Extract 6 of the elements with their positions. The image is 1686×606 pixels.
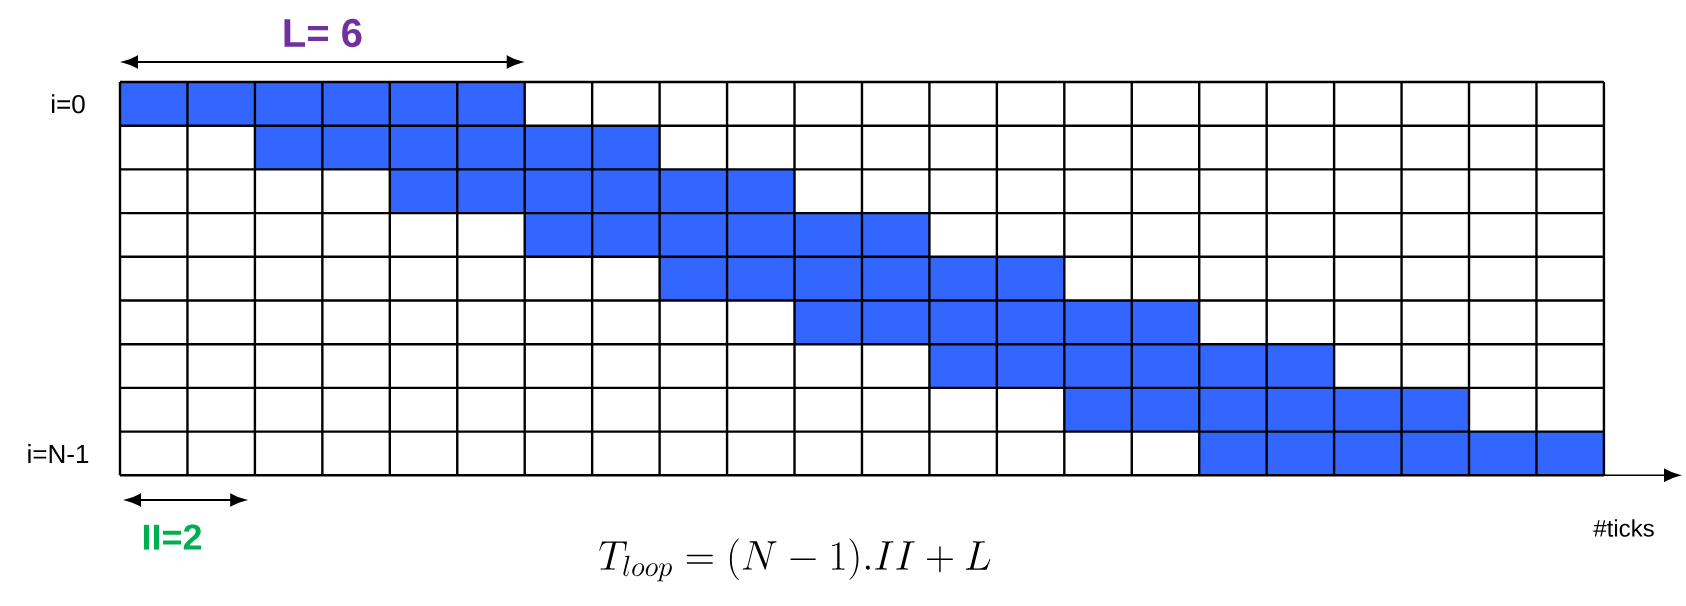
axis-label: #ticks: [1593, 519, 1654, 537]
dimension-label: L= 6: [284, 18, 362, 48]
row-label: i=0: [52, 94, 85, 114]
dimension-label: II=2: [143, 524, 202, 550]
row-label: i=N-1: [28, 444, 89, 463]
formula: $T_{loop} = (N-1).II + L$: [599, 538, 991, 582]
